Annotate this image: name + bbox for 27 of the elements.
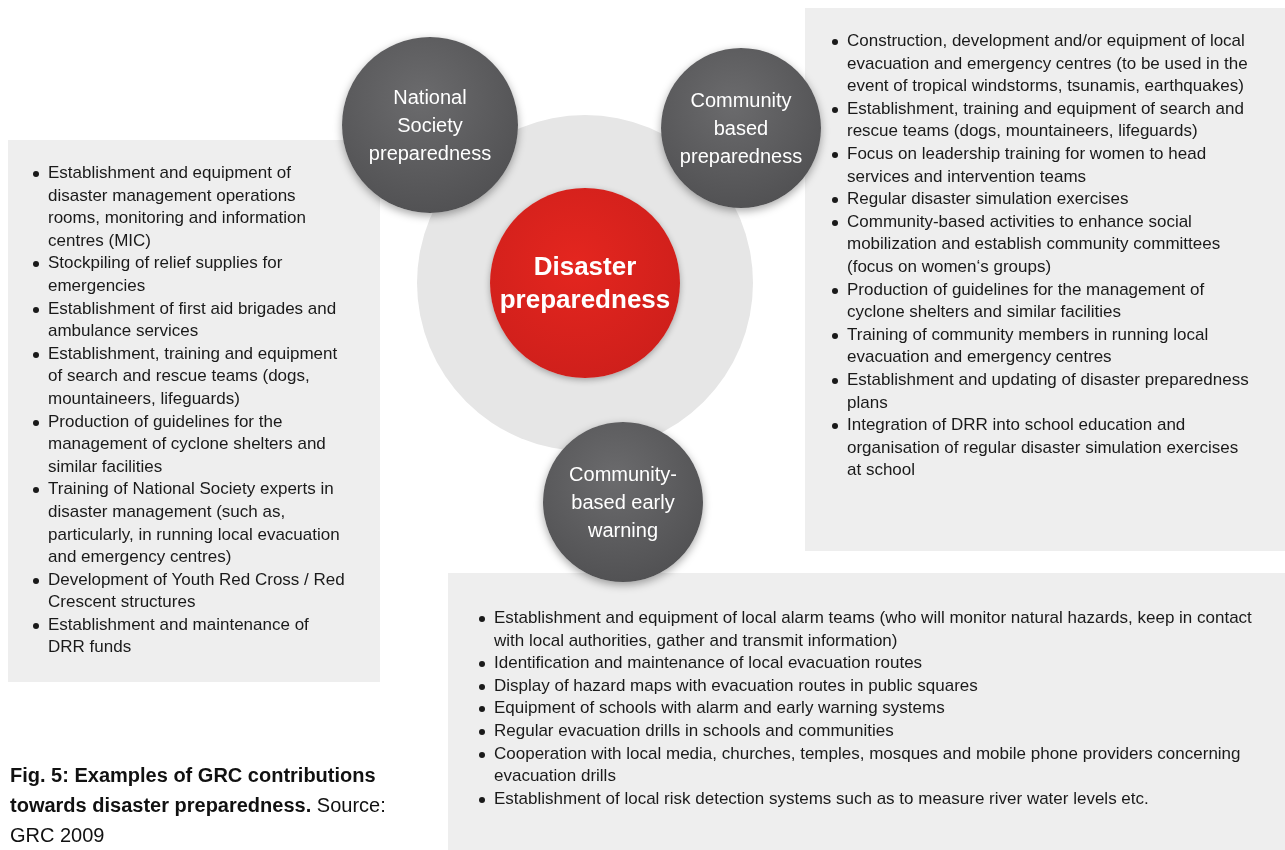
center-title: Disaster preparedness	[498, 250, 672, 316]
bullet-item: Regular evacuation drills in schools and communities	[476, 719, 1255, 743]
bullet-item: Regular disaster simulation exercises	[829, 188, 1255, 211]
bullet-panel	[448, 573, 1285, 850]
bullet-item: Training of community members in running local evacuation and emergency centres	[829, 323, 1255, 369]
bullet-item: Production of guidelines for the management of cyclone shelters and similar facilities	[30, 410, 346, 479]
bullet-item: Establishment, training and equipment of search and rescue teams (dogs, mountaineers, lifeguards)	[30, 342, 346, 411]
bullet-item: Development of Youth Red Cross / Red Crescent structures	[30, 568, 346, 614]
bullet-item: Construction, development and/or equipment of local evacuation and emergency centres (to be used in the event of tropical windstorms, tsunamis, earthquakes)	[829, 30, 1255, 98]
bullet-item: Focus on leadership training for women to head services and intervention teams	[829, 142, 1255, 189]
bullet-item: Establishment, training and equipment of search and rescue teams (dogs, mountaineers, lifeguards)	[829, 97, 1255, 143]
bullet-item: Equipment of schools with alarm and early warning systems	[476, 697, 1255, 720]
bullet-item: Identification and maintenance of local evacuation routes	[476, 652, 1255, 675]
bullet-item: Establishment of local risk detection systems such as to measure river water levels etc.	[476, 787, 1255, 811]
figure-caption: Fig. 5: Examples of GRC contributions towards disaster preparedness. Source: GRC 2009	[10, 763, 387, 848]
bullet-item: Establishment and equipment of local alarm teams (who will monitor natural hazards, keep in contact with local authorities, gather and transmit information)	[476, 607, 1255, 653]
bullet-item: Establishment of first aid brigades and ambulance services	[30, 297, 346, 343]
bullet-panel	[805, 8, 1285, 551]
bullet-item: Establishment and maintenance of DRR funds	[30, 613, 346, 660]
bullet-item: Cooperation with local media, churches, temples, mosques and mobile phone providers concerning evacuation drills	[476, 742, 1255, 788]
bullet-item: Establishment and updating of disaster preparedness plans	[829, 368, 1255, 415]
bullet-item: Community-based activities to enhance social mobilization and establish community committees (focus on women‘s groups)	[829, 210, 1255, 279]
bullet-item: Integration of DRR into school education and organisation of regular disaster simulation exercises at school	[829, 414, 1255, 482]
bullet-item: Stockpiling of relief supplies for emergencies	[30, 252, 346, 298]
bullet-item: Display of hazard maps with evacuation routes in public squares	[476, 674, 1255, 698]
bullet-item: Training of National Society experts in disaster management (such as, particularly, in running local evacuation and emergency centres)	[30, 478, 346, 569]
bullet-item: Production of guidelines for the management of cyclone shelters and similar facilities	[829, 278, 1255, 324]
